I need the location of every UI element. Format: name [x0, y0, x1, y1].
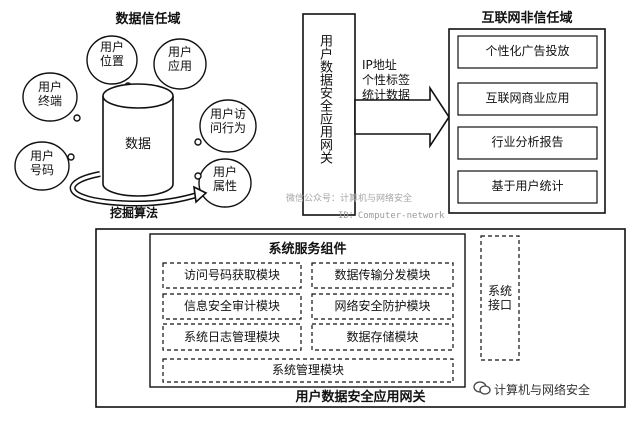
mining-algorithm-label: 挖掘算法 — [110, 206, 159, 220]
gateway-box — [302, 13, 356, 216]
untrusted-item-industry-report: 行业分析报告 — [491, 135, 564, 149]
watermark-line1: 微信公众号：计算机与网络安全 — [286, 194, 413, 204]
trusted-domain-title: 数据信任域 — [115, 12, 181, 27]
bubble-attribute-label: 用户 属性 — [212, 165, 237, 194]
components-title: 系统服务组件 — [268, 242, 347, 257]
module-log-management: 系统日志管理模块 — [183, 330, 280, 344]
bubble-location-label: 用户 位置 — [99, 40, 124, 69]
untrusted-item-user-statistics: 基于用户统计 — [491, 179, 564, 193]
wechat-icon — [473, 380, 491, 396]
bubble-attribute-shape — [194, 158, 252, 208]
bubble-application-label: 用户 应用 — [167, 45, 192, 74]
bubble-terminal-shape — [22, 72, 81, 122]
bubble-phone-number-label: 用户 号码 — [29, 149, 54, 178]
gateway-arrow — [354, 85, 450, 149]
module-system-management: 系统管理模块 — [271, 363, 344, 377]
database-label: 数据 — [124, 137, 151, 152]
module-security-audit: 信息安全审计模块 — [183, 299, 280, 313]
watermark-line2: ID：Computer-network — [338, 211, 445, 221]
components-box — [149, 233, 466, 388]
bubble-access-behavior-shape — [194, 99, 257, 153]
bottom-gateway-title: 用户数据安全应用网关 — [295, 390, 426, 405]
untrusted-item-commerce: 互联网商业应用 — [485, 91, 570, 105]
bubble-terminal-label: 用户 终端 — [37, 80, 62, 109]
module-network-protection: 网络安全防护模块 — [334, 299, 431, 313]
brand-label: 计算机与网络安全 — [494, 383, 591, 397]
module-data-distribution: 数据传输分发模块 — [334, 268, 431, 282]
bubble-phone-number-shape — [14, 141, 75, 191]
module-data-storage: 数据存储模块 — [346, 330, 419, 344]
gateway-arrow-text: IP地址 个性标签 统计数据 — [362, 58, 411, 102]
untrusted-item-ads: 个性化广告投放 — [485, 44, 570, 58]
untrusted-domain-title: 互联网非信任域 — [481, 11, 573, 26]
module-number-acquisition: 访问号码获取模块 — [183, 268, 280, 282]
system-interface-label: 系统 接口 — [487, 284, 512, 313]
mining-arrow — [69, 171, 208, 207]
gateway-vertical-label: 用户数据安全应用网关 — [317, 34, 332, 164]
bubble-access-behavior-label: 用户访 问行为 — [209, 107, 246, 136]
database-cylinder — [102, 83, 174, 197]
